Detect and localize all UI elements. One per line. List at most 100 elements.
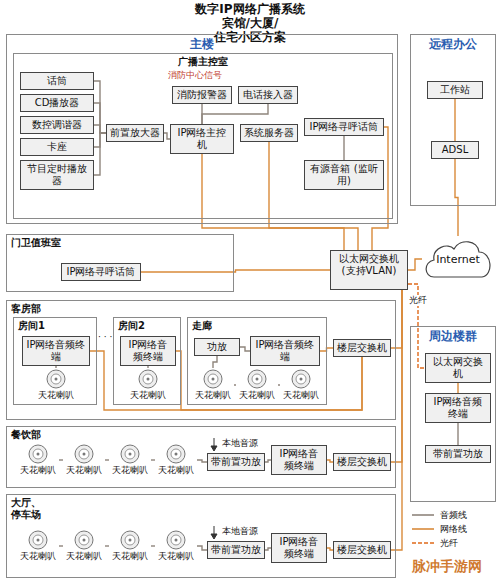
node-label: 数控调谐器	[24, 119, 90, 131]
audio-line	[94, 125, 106, 133]
legend-text: 光纤	[440, 537, 458, 550]
node-label: ADSL	[435, 144, 475, 156]
device-box: 以太网交换机	[425, 353, 491, 383]
node-label: 电话接入器	[242, 89, 294, 101]
node-label: 节目定时播放器	[24, 163, 90, 187]
device-box: 数控调谐器	[20, 116, 94, 134]
node-label: 前置放大器	[110, 127, 160, 139]
device-box: 带前置功放	[425, 445, 491, 463]
network-cloud: Internet	[422, 236, 494, 282]
speaker-icon	[155, 529, 197, 551]
audio-line	[59, 545, 63, 546]
audio-line	[55, 366, 56, 368]
audio-line	[197, 546, 207, 550]
ceiling-speaker: 天花喇叭	[17, 443, 59, 477]
ceiling-speaker: 天花喇叭	[63, 529, 105, 563]
legend-row: 网络线	[410, 522, 496, 536]
region-box: IP网络寻呼话筒门卫值班室	[6, 234, 234, 292]
legend-row: 音频线	[410, 508, 496, 522]
region-heading: 餐饮部	[11, 429, 391, 441]
device-box: IP网络音频终端	[271, 445, 327, 475]
region-heading: 广播主控室	[18, 56, 388, 68]
node-label: 天花喇叭	[63, 551, 105, 562]
device-box: 楼层交换机	[333, 339, 391, 357]
node-label: 有源音箱 (监听用)	[308, 163, 380, 187]
device-box: 有源音箱 (监听用)	[304, 160, 384, 190]
region-box: IP网络音频终端天花喇叭房间1IP网络音频终端天花喇叭房间2功放IP网络音频终端…	[6, 300, 396, 420]
device-box: 带前置功放	[207, 541, 265, 559]
audio-line	[234, 384, 236, 385]
device-box: 前置放大器	[106, 124, 164, 142]
device-box: ADSL	[431, 141, 479, 159]
node-label: 天花喇叭	[109, 551, 151, 562]
node-label: 以太网交换机 (支持VLAN)	[334, 253, 404, 277]
device-box: 楼层交换机	[333, 541, 391, 559]
audio-line	[457, 423, 458, 445]
audio-line	[94, 81, 106, 133]
speaker-icon	[109, 443, 151, 465]
node-label: 话筒	[24, 75, 90, 87]
net-line	[391, 290, 402, 462]
audio-line	[343, 136, 344, 160]
speaker-icon	[109, 529, 151, 551]
device-box: IP网络音频终端	[425, 393, 491, 423]
region-heading: 房间1	[18, 320, 92, 332]
net-line	[454, 99, 455, 141]
node-label: 天花喇叭	[35, 390, 77, 401]
audio-line	[151, 545, 155, 546]
region-heading: 大厅、	[11, 497, 391, 509]
watermark: 脉冲手游网	[412, 558, 482, 574]
ceiling-speaker: 天花喇叭	[17, 529, 59, 563]
legend-text: 网络线	[440, 523, 467, 536]
region-heading: 房间2	[118, 320, 176, 332]
speaker-icon	[127, 368, 169, 390]
node-label: IP网络主控机	[174, 127, 230, 151]
node-label: IP网络音频终端	[275, 448, 323, 472]
node-label: 楼层交换机	[337, 342, 387, 354]
device-box: 带前置功放	[207, 453, 265, 471]
node-label: IP网络音频终端	[26, 339, 86, 363]
node-label: 天花喇叭	[63, 465, 105, 476]
ceiling-speaker: 天花喇叭	[155, 529, 197, 563]
audio-line	[105, 459, 109, 460]
region-box: 天花喇叭天花喇叭天花喇叭天花喇叭带前置功放IP网络音频终端楼层交换机餐饮部	[6, 426, 396, 488]
node-label: IP网络音频终端	[124, 339, 172, 363]
region-box: 工作站ADSL远程办公	[410, 34, 496, 206]
device-box: IP网络主控机	[170, 124, 234, 154]
device-box: IP网络音频终端	[22, 336, 90, 366]
device-box: 节目定时播放器	[20, 160, 94, 190]
device-box: 楼层交换机	[333, 453, 391, 471]
edge-label: 光纤	[408, 295, 428, 306]
node-label: 系统服务器	[244, 127, 294, 139]
node-label: CD播放器	[24, 97, 90, 109]
device-box: 卡座	[20, 138, 94, 156]
node-label: 以太网交换机	[429, 356, 487, 380]
ceiling-speaker: 天花喇叭	[192, 368, 234, 402]
node-label: 天花喇叭	[280, 390, 322, 401]
region-box: 以太网交换机IP网络音频终端带前置功放周边楼群	[410, 326, 496, 502]
node-label: 天花喇叭	[17, 551, 59, 562]
net-line	[391, 290, 402, 348]
note-label: 本地音源	[222, 526, 258, 537]
node-label: 带前置功放	[211, 456, 261, 468]
note-label: 本地音源	[222, 438, 258, 449]
region-box: IP网络音频终端天花喇叭 房间2	[113, 317, 181, 405]
net-line	[455, 159, 458, 236]
ceiling-speaker: 天花喇叭	[155, 443, 197, 477]
net-line	[391, 290, 402, 550]
node-label: IP网络寻呼话筒	[308, 121, 380, 133]
region-box: 话筒CD播放器数控调谐器卡座节目定时播放器前置放大器消防报警器电话接入器IP网络…	[6, 34, 398, 224]
node-label: 卡座	[24, 141, 90, 153]
audio-line	[202, 104, 268, 124]
speaker-icon	[63, 443, 105, 465]
device-box: 工作站	[427, 81, 483, 99]
device-box: 电话接入器	[238, 86, 298, 104]
speaker-icon	[192, 368, 234, 390]
ellipsis-mark: · · ·	[98, 332, 112, 343]
audio-line	[59, 459, 63, 460]
device-box: 功放	[194, 338, 240, 356]
ceiling-speaker: 天花喇叭	[127, 368, 169, 402]
audio-line	[94, 103, 106, 133]
device-box: IP网络寻呼话筒	[304, 118, 384, 136]
audio-line	[240, 347, 250, 351]
